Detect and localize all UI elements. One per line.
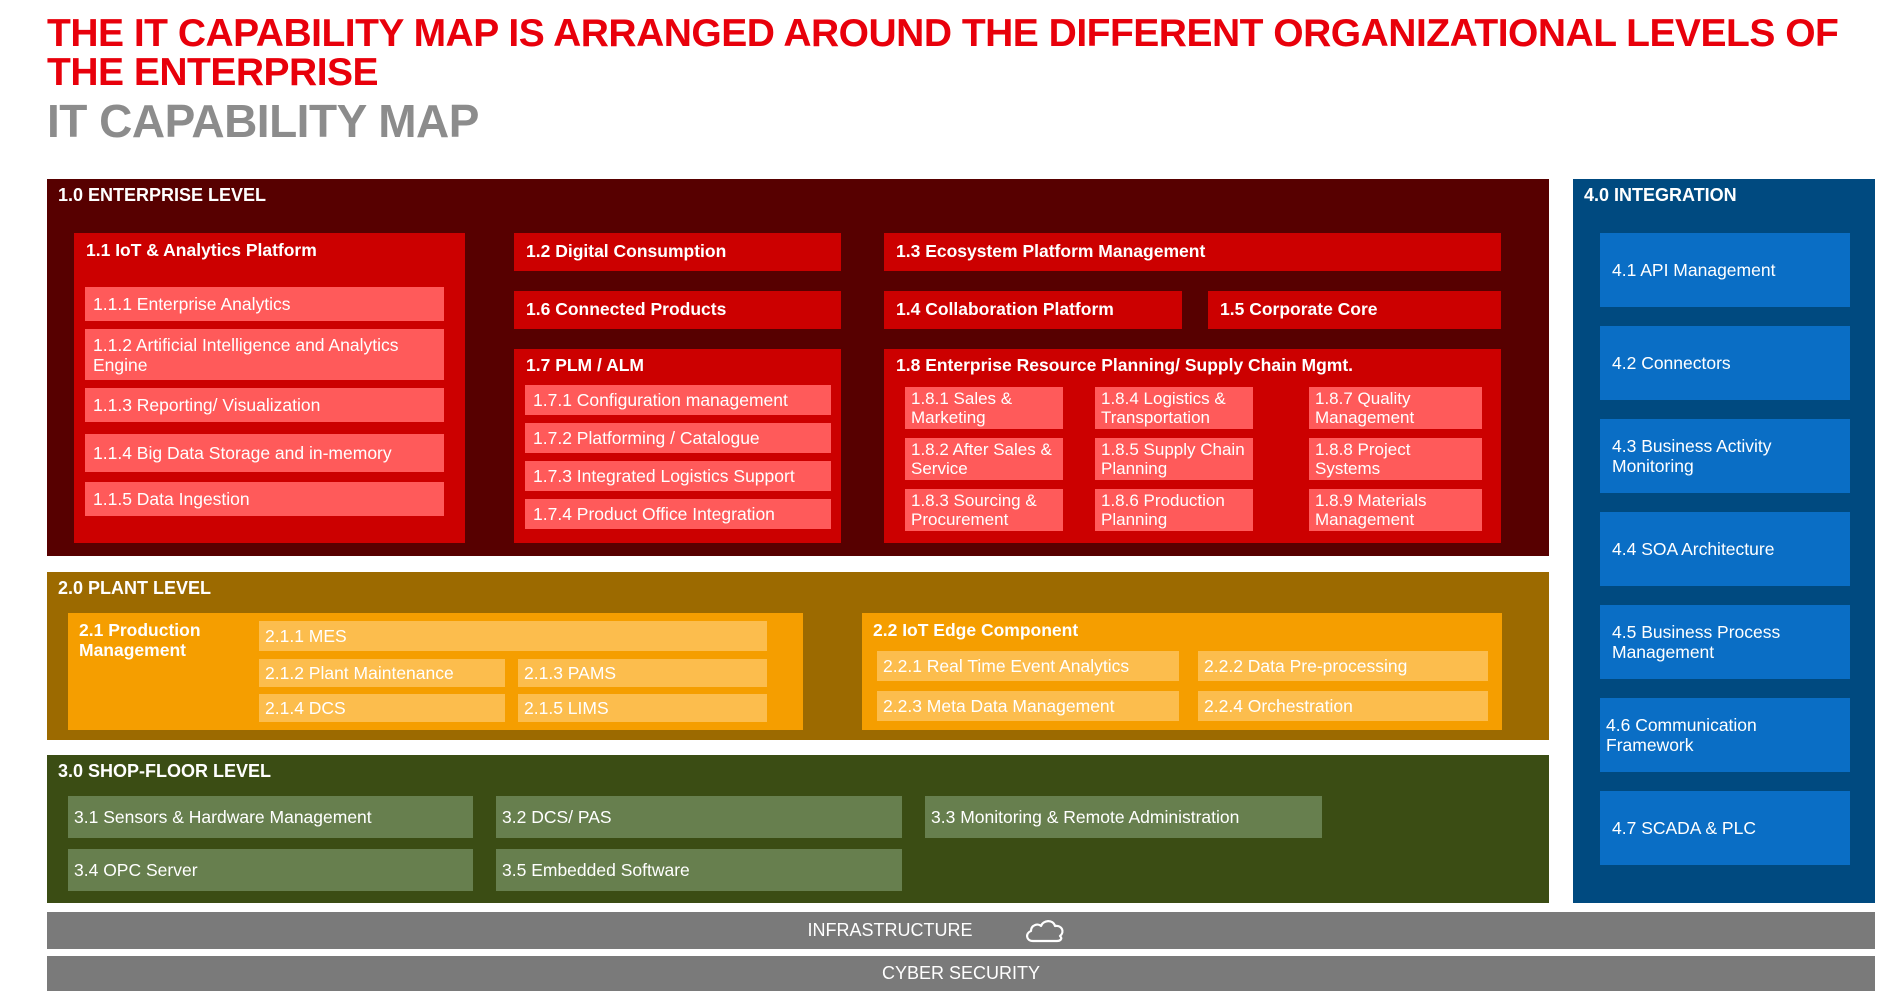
edge-item: 2.2.1 Real Time Event Analytics: [877, 651, 1179, 681]
iot-analytics-label: 1.1 IoT & Analytics Platform: [86, 240, 317, 260]
integration-item: 4.1 API Management: [1600, 233, 1850, 307]
iot-analytics-platform: 1.1 IoT & Analytics Platform 1.1.1 Enter…: [74, 233, 465, 543]
corporate-core: 1.5 Corporate Core: [1208, 291, 1501, 329]
production-item: 2.1.4 DCS: [259, 694, 505, 722]
edge-item: 2.2.2 Data Pre-processing: [1198, 651, 1488, 681]
plm-alm: 1.7 PLM / ALM 1.7.1 Configuration manage…: [514, 349, 841, 543]
erp-label: 1.8 Enterprise Resource Planning/ Supply…: [896, 355, 1354, 375]
iot-item: 1.1.3 Reporting/ Visualization: [85, 388, 444, 422]
enterprise-level-panel: 1.0 ENTERPRISE LEVEL 1.1 IoT & Analytics…: [47, 179, 1549, 556]
collaboration-platform: 1.4 Collaboration Platform: [884, 291, 1182, 329]
shop-floor-level-panel: 3.0 SHOP-FLOOR LEVEL 3.1 Sensors & Hardw…: [47, 755, 1549, 903]
iot-item: 1.1.1 Enterprise Analytics: [85, 287, 444, 321]
shop-floor-item: 3.5 Embedded Software: [496, 849, 902, 891]
production-item: 2.1.3 PAMS: [518, 659, 767, 687]
erp-item: 1.8.6 Production Planning: [1095, 489, 1253, 531]
integration-item: 4.5 Business Process Management: [1600, 605, 1850, 679]
shop-floor-level-label: 3.0 SHOP-FLOOR LEVEL: [58, 761, 272, 781]
infrastructure-label: INFRASTRUCTURE: [807, 920, 973, 940]
plant-level-panel: 2.0 PLANT LEVEL 2.1 Production Managemen…: [47, 572, 1549, 740]
main-title: THE IT CAPABILITY MAP IS ARRANGED AROUND…: [47, 12, 1839, 94]
integration-label: 4.0 INTEGRATION: [1584, 185, 1737, 205]
erp-item: 1.8.1 Sales & Marketing: [905, 387, 1063, 429]
ecosystem-platform-management: 1.3 Ecosystem Platform Management: [884, 233, 1501, 271]
digital-consumption: 1.2 Digital Consumption: [514, 233, 841, 271]
iot-edge-label: 2.2 IoT Edge Component: [873, 620, 1079, 640]
erp-item: 1.8.5 Supply Chain Planning: [1095, 438, 1253, 480]
production-item: 2.1.1 MES: [259, 621, 767, 651]
erp-item: 1.8.9 Materials Management: [1309, 489, 1482, 531]
production-item: 2.1.2 Plant Maintenance: [259, 659, 505, 687]
erp-item: 1.8.2 After Sales & Service: [905, 438, 1063, 480]
production-management-label: 2.1 Production Management: [79, 620, 201, 660]
production-management: 2.1 Production Management 2.1.1 MES 2.1.…: [68, 613, 803, 730]
edge-item: 2.2.4 Orchestration: [1198, 691, 1488, 721]
connected-products: 1.6 Connected Products: [514, 291, 841, 329]
edge-item: 2.2.3 Meta Data Management: [877, 691, 1179, 721]
subtitle: IT CAPABILITY MAP: [47, 95, 479, 147]
integration-item: 4.4 SOA Architecture: [1600, 512, 1850, 586]
plm-item: 1.7.2 Platforming / Catalogue: [525, 423, 831, 453]
plm-item: 1.7.4 Product Office Integration: [525, 499, 831, 529]
production-item: 2.1.5 LIMS: [518, 694, 767, 722]
erp-supply-chain: 1.8 Enterprise Resource Planning/ Supply…: [884, 349, 1501, 543]
enterprise-level-label: 1.0 ENTERPRISE LEVEL: [58, 185, 267, 205]
shop-floor-item: 3.2 DCS/ PAS: [496, 796, 902, 838]
plm-alm-label: 1.7 PLM / ALM: [526, 355, 644, 375]
integration-panel: 4.0 INTEGRATION 4.1 API Management 4.2 C…: [1573, 179, 1875, 903]
plm-item: 1.7.3 Integrated Logistics Support: [525, 461, 831, 491]
erp-item: 1.8.7 Quality Management: [1309, 387, 1482, 429]
shop-floor-item: 3.4 OPC Server: [68, 849, 473, 891]
iot-edge-component: 2.2 IoT Edge Component 2.2.1 Real Time E…: [862, 613, 1502, 730]
integration-item: 4.7 SCADA & PLC: [1600, 791, 1850, 865]
iot-item: 1.1.2 Artificial Intelligence and Analyt…: [85, 329, 444, 380]
plm-item: 1.7.1 Configuration management: [525, 385, 831, 415]
shop-floor-item: 3.1 Sensors & Hardware Management: [68, 796, 473, 838]
integration-item: 4.3 Business Activity Monitoring: [1600, 419, 1850, 493]
cyber-security-label: CYBER SECURITY: [881, 963, 1041, 983]
iot-item: 1.1.4 Big Data Storage and in-memory: [85, 434, 444, 472]
erp-item: 1.8.3 Sourcing & Procurement: [905, 489, 1063, 531]
erp-item: 1.8.8 Project Systems: [1309, 438, 1482, 480]
plant-level-label: 2.0 PLANT LEVEL: [58, 578, 212, 598]
integration-item: 4.2 Connectors: [1600, 326, 1850, 400]
iot-item: 1.1.5 Data Ingestion: [85, 482, 444, 516]
shop-floor-item: 3.3 Monitoring & Remote Administration: [925, 796, 1322, 838]
erp-item: 1.8.4 Logistics & Transportation: [1095, 387, 1253, 429]
integration-item: 4.6 Communication Framework: [1600, 698, 1850, 772]
cloud-icon: [1023, 917, 1067, 945]
infrastructure-bar: INFRASTRUCTURE: [47, 912, 1875, 949]
cyber-security-bar: CYBER SECURITY: [47, 956, 1875, 991]
